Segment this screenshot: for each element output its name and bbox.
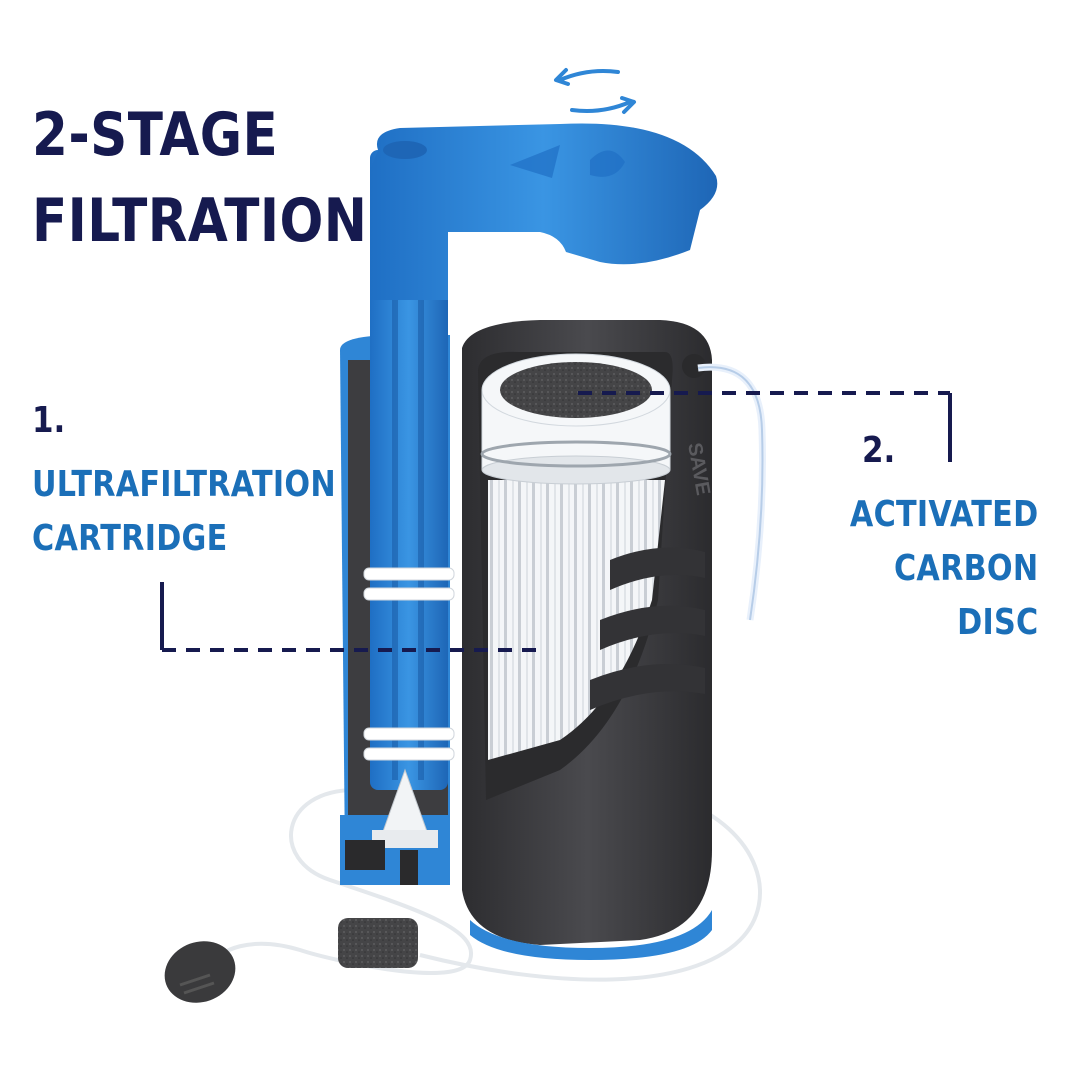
title-line-1: 2-STAGE — [32, 100, 279, 170]
prefilter-sponge — [164, 918, 418, 1003]
label-1-line-2: CARTRIDGE — [32, 518, 228, 559]
hose-tube — [208, 788, 762, 982]
outlet-tube — [682, 354, 766, 621]
label-1-text: ULTRAFILTRATION CARTRIDGE — [32, 458, 336, 566]
o-rings — [363, 567, 455, 761]
leader-line-carbon — [578, 391, 952, 462]
leader-line-cartridge — [160, 582, 540, 652]
ultrafiltration-cartridge — [488, 480, 665, 760]
grip-ridges — [590, 547, 705, 710]
title-line-2: FILTRATION — [32, 186, 368, 256]
label-1-number: 1. — [32, 400, 66, 441]
label-2-text: ACTIVATED CARBON DISC — [849, 488, 1038, 650]
label-2-line-3: DISC — [956, 602, 1038, 643]
label-2-line-1: ACTIVATED — [849, 494, 1038, 535]
label-2-number: 2. — [862, 430, 896, 471]
pump-handle — [370, 123, 718, 300]
pump-rod — [370, 150, 448, 790]
label-1-line-1: ULTRAFILTRATION — [32, 464, 336, 505]
intake-valve — [340, 768, 450, 885]
page-title: 2-STAGE FILTRATION — [32, 92, 367, 264]
rotate-arrows-icon — [554, 68, 636, 114]
label-2-line-2: CARBON — [893, 548, 1038, 589]
